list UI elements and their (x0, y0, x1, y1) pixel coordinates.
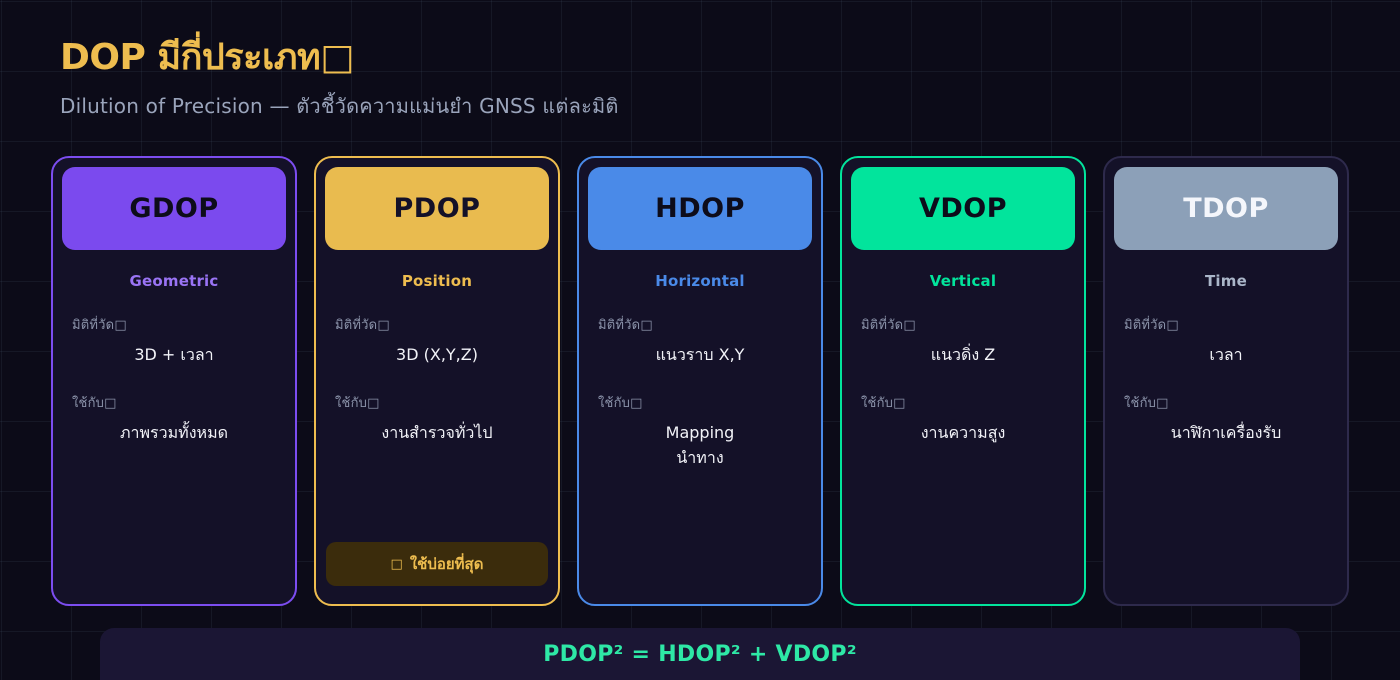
field-value-dimension: 3D + เวลา (72, 343, 276, 368)
value-line: งานความสูง (920, 422, 1006, 442)
card-spacer (588, 470, 812, 604)
card-spacer (851, 446, 1075, 604)
card-subtitle: Geometric (129, 272, 219, 290)
formula-bar: PDOP² = HDOP² + VDOP² (100, 628, 1300, 680)
value-line: นำทาง (676, 447, 724, 467)
value-line: Mapping (665, 422, 735, 442)
dop-card-list: GDOP Geometric มิติที่วัด□ 3D + เวลา ใช้… (51, 156, 1349, 606)
card-spacer (1114, 446, 1338, 604)
card-subtitle: Horizontal (655, 272, 745, 290)
field-label-usage: ใช้กับ□ (335, 395, 380, 411)
dop-card-pdop[interactable]: PDOP Position มิติที่วัด□ 3D (X,Y,Z) ใช้… (314, 156, 560, 606)
field-dimension: มิติที่วัด□ 3D + เวลา (62, 314, 286, 368)
card-subtitle: Position (401, 272, 473, 290)
field-value-dimension: แนวราบ X,Y (598, 343, 802, 368)
card-code: VDOP (918, 193, 1008, 224)
field-label-usage: ใช้กับ□ (1124, 395, 1169, 411)
field-usage: ใช้กับ□ ภาพรวมทั้งหมด (62, 392, 286, 446)
field-value-dimension: 3D (X,Y,Z) (335, 343, 539, 368)
card-header-hdop: HDOP (588, 167, 812, 250)
field-value-usage: Mapping นำทาง (598, 421, 802, 471)
dop-card-tdop[interactable]: TDOP Time มิติที่วัด□ เวลา ใช้กับ□ นาฬิก… (1103, 156, 1349, 606)
value-line: แนวดิ่ง Z (930, 345, 996, 364)
star-icon: □ (390, 556, 403, 572)
card-header-tdop: TDOP (1114, 167, 1338, 250)
field-usage: ใช้กับ□ งานสำรวจทั่วไป (325, 392, 549, 446)
field-dimension: มิติที่วัด□ แนวดิ่ง Z (851, 314, 1075, 368)
field-label-dimension: มิติที่วัด□ (72, 318, 127, 333)
card-subtitle: Vertical (929, 272, 997, 290)
field-label-dimension: มิติที่วัด□ (598, 318, 653, 333)
field-value-usage: งานความสูง (861, 421, 1065, 446)
dop-card-gdop[interactable]: GDOP Geometric มิติที่วัด□ 3D + เวลา ใช้… (51, 156, 297, 606)
field-usage: ใช้กับ□ Mapping นำทาง (588, 392, 812, 471)
card-subtitle: Time (1205, 272, 1247, 290)
field-dimension: มิติที่วัด□ แนวราบ X,Y (588, 314, 812, 368)
field-value-dimension: แนวดิ่ง Z (861, 343, 1065, 368)
header: DOP มีกี่ประเภท□ Dilution of Precision —… (60, 40, 619, 122)
value-line: 3D (X,Y,Z) (396, 345, 478, 364)
field-label-usage: ใช้กับ□ (861, 395, 906, 411)
field-label-usage: ใช้กับ□ (598, 395, 643, 411)
badge-label: ใช้บ่อยที่สุด (409, 555, 484, 573)
card-header-pdop: PDOP (325, 167, 549, 250)
field-usage: ใช้กับ□ นาฬิกาเครื่องรับ (1114, 392, 1338, 446)
value-line: แนวราบ X,Y (655, 345, 745, 364)
card-header-vdop: VDOP (851, 167, 1075, 250)
dop-card-hdop[interactable]: HDOP Horizontal มิติที่วัด□ แนวราบ X,Y ใ… (577, 156, 823, 606)
value-line: นาฬิกาเครื่องรับ (1170, 422, 1282, 442)
most-used-badge: □ ใช้บ่อยที่สุด (326, 542, 548, 586)
field-dimension: มิติที่วัด□ เวลา (1114, 314, 1338, 368)
field-label-usage: ใช้กับ□ (72, 395, 117, 411)
card-header-gdop: GDOP (62, 167, 286, 250)
value-line: ภาพรวมทั้งหมด (119, 422, 229, 442)
value-line: 3D + เวลา (134, 345, 214, 364)
field-value-usage: งานสำรวจทั่วไป (335, 421, 539, 446)
field-label-dimension: มิติที่วัด□ (861, 318, 916, 333)
field-dimension: มิติที่วัด□ 3D (X,Y,Z) (325, 314, 549, 368)
field-value-usage: นาฬิกาเครื่องรับ (1124, 421, 1328, 446)
card-spacer (62, 446, 286, 604)
field-label-dimension: มิติที่วัด□ (1124, 318, 1179, 333)
card-code: HDOP (655, 193, 745, 224)
card-spacer (325, 446, 549, 542)
field-label-dimension: มิติที่วัด□ (335, 318, 390, 333)
card-code: PDOP (393, 193, 481, 224)
card-code: TDOP (1183, 193, 1269, 224)
page-title: DOP มีกี่ประเภท□ (60, 37, 354, 78)
field-usage: ใช้กับ□ งานความสูง (851, 392, 1075, 446)
value-line: งานสำรวจทั่วไป (381, 422, 493, 442)
dop-card-vdop[interactable]: VDOP Vertical มิติที่วัด□ แนวดิ่ง Z ใช้ก… (840, 156, 1086, 606)
field-value-usage: ภาพรวมทั้งหมด (72, 421, 276, 446)
value-line: เวลา (1209, 345, 1243, 364)
formula-text: PDOP² = HDOP² + VDOP² (543, 641, 857, 667)
card-code: GDOP (129, 193, 219, 224)
page-subtitle: Dilution of Precision — ตัวชี้วัดความแม่… (60, 94, 619, 118)
field-value-dimension: เวลา (1124, 343, 1328, 368)
